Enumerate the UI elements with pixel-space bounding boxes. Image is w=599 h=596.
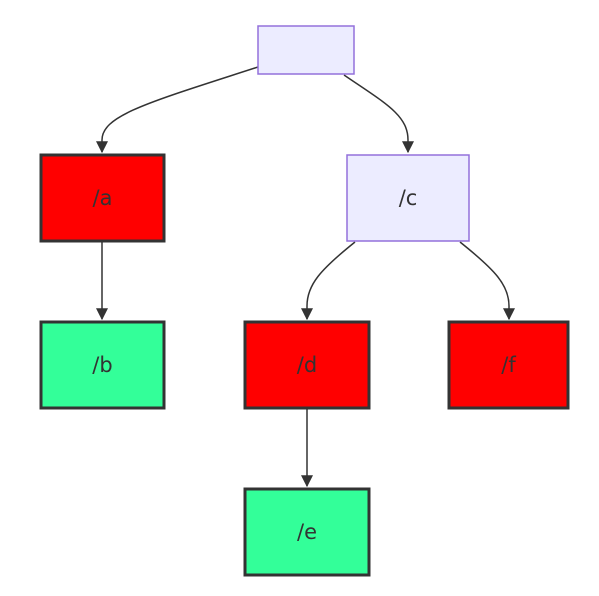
node-b-label: /b [92, 353, 112, 377]
edge-root-to-c [343, 74, 414, 154]
node-root [257, 25, 355, 75]
edges [96, 66, 515, 488]
node-e: /e [243, 487, 371, 577]
node-a-label: /a [93, 186, 113, 210]
node-c-box [346, 154, 470, 242]
node-f-label: /f [501, 353, 516, 377]
node-c: /c [346, 154, 470, 242]
edge-c-to-d [301, 241, 356, 321]
node-d-box [243, 320, 371, 410]
node-c-label: /c [399, 186, 418, 210]
node-a-box [39, 153, 166, 243]
node-d-label: /d [297, 353, 317, 377]
node-e-box [243, 487, 371, 577]
node-e-label: /e [297, 520, 317, 544]
node-d: /d [243, 320, 371, 410]
node-root-box [257, 25, 355, 75]
node-a: /a [39, 153, 166, 243]
node-b: /b [39, 320, 166, 410]
node-f: /f [447, 320, 570, 410]
edge-c-to-f [459, 241, 515, 321]
edge-root-to-a [96, 66, 259, 154]
node-f-box [447, 320, 570, 410]
node-b-box [39, 320, 166, 410]
